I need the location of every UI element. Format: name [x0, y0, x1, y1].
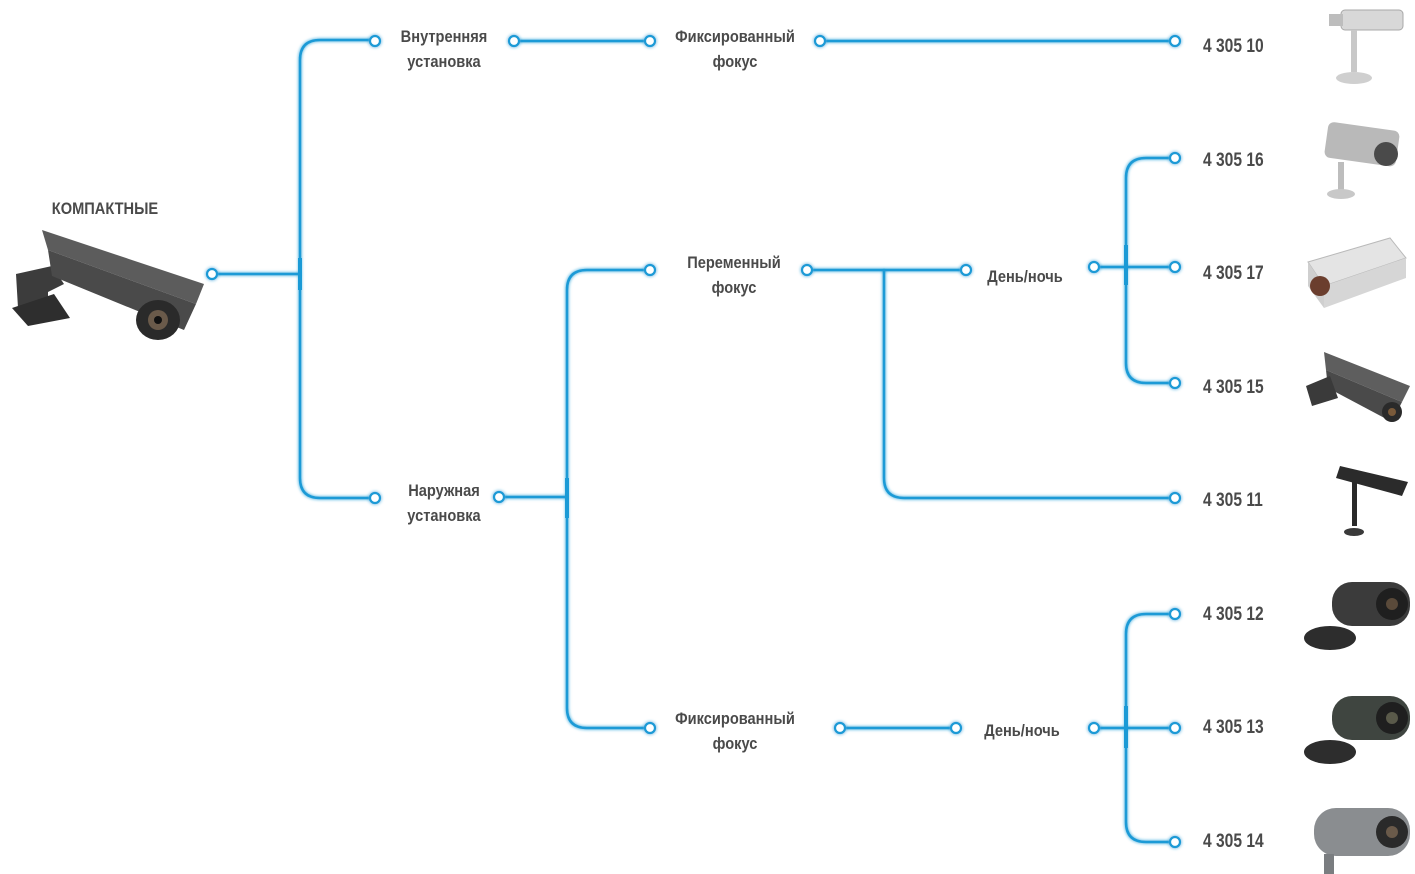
node-fixed2-in — [643, 721, 657, 735]
variable-focus-label: Переменный фокус — [687, 253, 781, 297]
connector-indoor — [298, 38, 377, 276]
node-product-13 — [1168, 721, 1182, 735]
product-code-430512: 4 305 12 — [1203, 604, 1264, 625]
node-indoor-in — [368, 34, 382, 48]
connector-variable — [565, 268, 652, 499]
day-night-fixed-label: День/ночь — [984, 721, 1060, 740]
node-fixed2-out — [833, 721, 847, 735]
connector-15 — [1124, 265, 1177, 385]
indoor-installation-label: Внутренняя установка — [400, 27, 488, 71]
product-code-430510: 4 305 10 — [1203, 36, 1264, 57]
product-code-430514: 4 305 14 — [1203, 831, 1264, 852]
node-product-17 — [1168, 260, 1182, 274]
camera-image-430517 — [1307, 237, 1407, 308]
product-code-430517: 4 305 17 — [1203, 263, 1264, 284]
camera-image-430513 — [1304, 696, 1410, 764]
camera-image-430512 — [1304, 582, 1410, 650]
node-product-11 — [1168, 491, 1182, 505]
node-root-out — [205, 267, 219, 281]
camera-image-430515 — [1306, 352, 1410, 422]
node-product-16 — [1168, 151, 1182, 165]
connector-outdoor — [298, 272, 377, 500]
node-product-10 — [1168, 34, 1182, 48]
fixed-focus-indoor-label: Фиксированный фокус — [675, 27, 795, 71]
node-outdoor-out — [492, 490, 506, 504]
camera-image-430516 — [1324, 122, 1400, 199]
node-product-12 — [1168, 607, 1182, 621]
product-code-430515: 4 305 15 — [1203, 377, 1264, 398]
node-daynight1-out — [1087, 260, 1101, 274]
node-fixed1-in — [643, 34, 657, 48]
node-daynight2-in — [949, 721, 963, 735]
camera-image-430511 — [1336, 466, 1408, 536]
fixed-focus-outdoor-label: Фиксированный фокус — [675, 709, 795, 753]
connector-12 — [1124, 612, 1177, 730]
connector-14 — [1124, 726, 1177, 844]
node-variable-in — [643, 263, 657, 277]
root-title: КОМПАКТНЫЕ — [51, 199, 159, 218]
node-product-15 — [1168, 376, 1182, 390]
root-camera-image — [12, 230, 204, 340]
camera-image-430510 — [1329, 9, 1404, 84]
node-outdoor-in — [368, 491, 382, 505]
connector-16 — [1124, 156, 1177, 269]
product-code-430513: 4 305 13 — [1203, 717, 1264, 738]
connector-variable-11 — [882, 268, 1177, 500]
node-indoor-out — [507, 34, 521, 48]
product-code-430511: 4 305 11 — [1203, 490, 1263, 511]
outdoor-installation-label: Наружная установка — [407, 481, 481, 525]
camera-image-430514 — [1314, 808, 1410, 874]
node-variable-out — [800, 263, 814, 277]
day-night-variable-label: День/ночь — [987, 267, 1063, 286]
node-fixed1-out — [813, 34, 827, 48]
node-daynight2-out — [1087, 721, 1101, 735]
connector-fixed-outdoor — [565, 495, 652, 730]
node-product-14 — [1168, 835, 1182, 849]
product-code-430516: 4 305 16 — [1203, 150, 1264, 171]
node-daynight1-in — [959, 263, 973, 277]
